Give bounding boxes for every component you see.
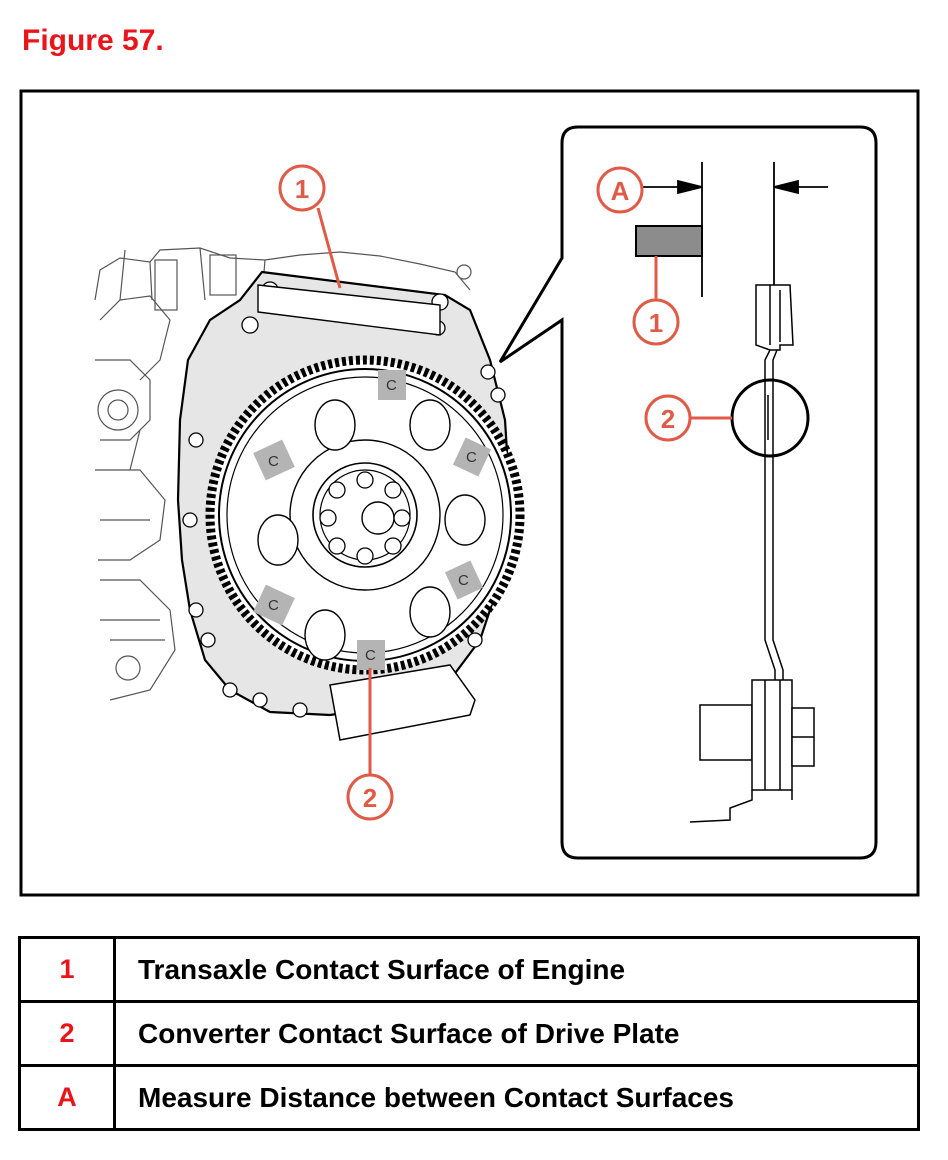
converter-contact-pads [253,370,492,670]
engine-block-outline [94,247,472,701]
svg-text:C: C [458,572,469,589]
legend-row: 2 Converter Contact Surface of Drive Pla… [18,1000,920,1067]
svg-text:2: 2 [363,783,377,813]
drive-plate-section [689,284,815,823]
legend-row: 1 Transaxle Contact Surface of Engine [18,936,920,1003]
legend-description: Converter Contact Surface of Drive Plate [113,1000,920,1067]
legend-row: A Measure Distance between Contact Surfa… [18,1064,920,1131]
figure-title: Figure 57. [22,24,164,57]
legend-description: Measure Distance between Contact Surface… [113,1064,920,1131]
legend-key: 1 [18,936,116,1003]
svg-text:C: C [268,453,279,470]
svg-text:C: C [365,647,376,664]
callout-1-detail: 1 [632,256,680,346]
crank-bolt-holes [319,471,411,565]
legend-key: A [18,1064,116,1131]
svg-text:2: 2 [661,404,675,434]
legend-table: 1 Transaxle Contact Surface of Engine 2 … [18,936,920,1131]
svg-text:C: C [386,377,397,394]
diagram-frame [19,89,920,897]
callout-1-main: 1 [278,164,342,289]
pad-labels: C C C C C C [268,377,477,664]
svg-text:1: 1 [649,308,663,338]
drive-plate: C C C C C C [205,355,525,675]
legend-key: 2 [18,1000,116,1067]
callout-a-detail: A [596,166,644,214]
lightening-holes [257,399,486,661]
svg-text:C: C [268,597,279,614]
svg-text:C: C [466,449,477,466]
callout-2-main: 2 [346,668,394,821]
svg-text:1: 1 [295,174,309,204]
svg-text:A: A [611,176,630,206]
engine-surface-section [635,225,703,257]
legend-description: Transaxle Contact Surface of Engine [113,936,920,1003]
drive-plate-diagram: C C C C C C 1 2 A 1 [19,89,920,897]
flange-bolt-holes [182,281,506,718]
callout-2-detail: 2 [644,394,732,442]
